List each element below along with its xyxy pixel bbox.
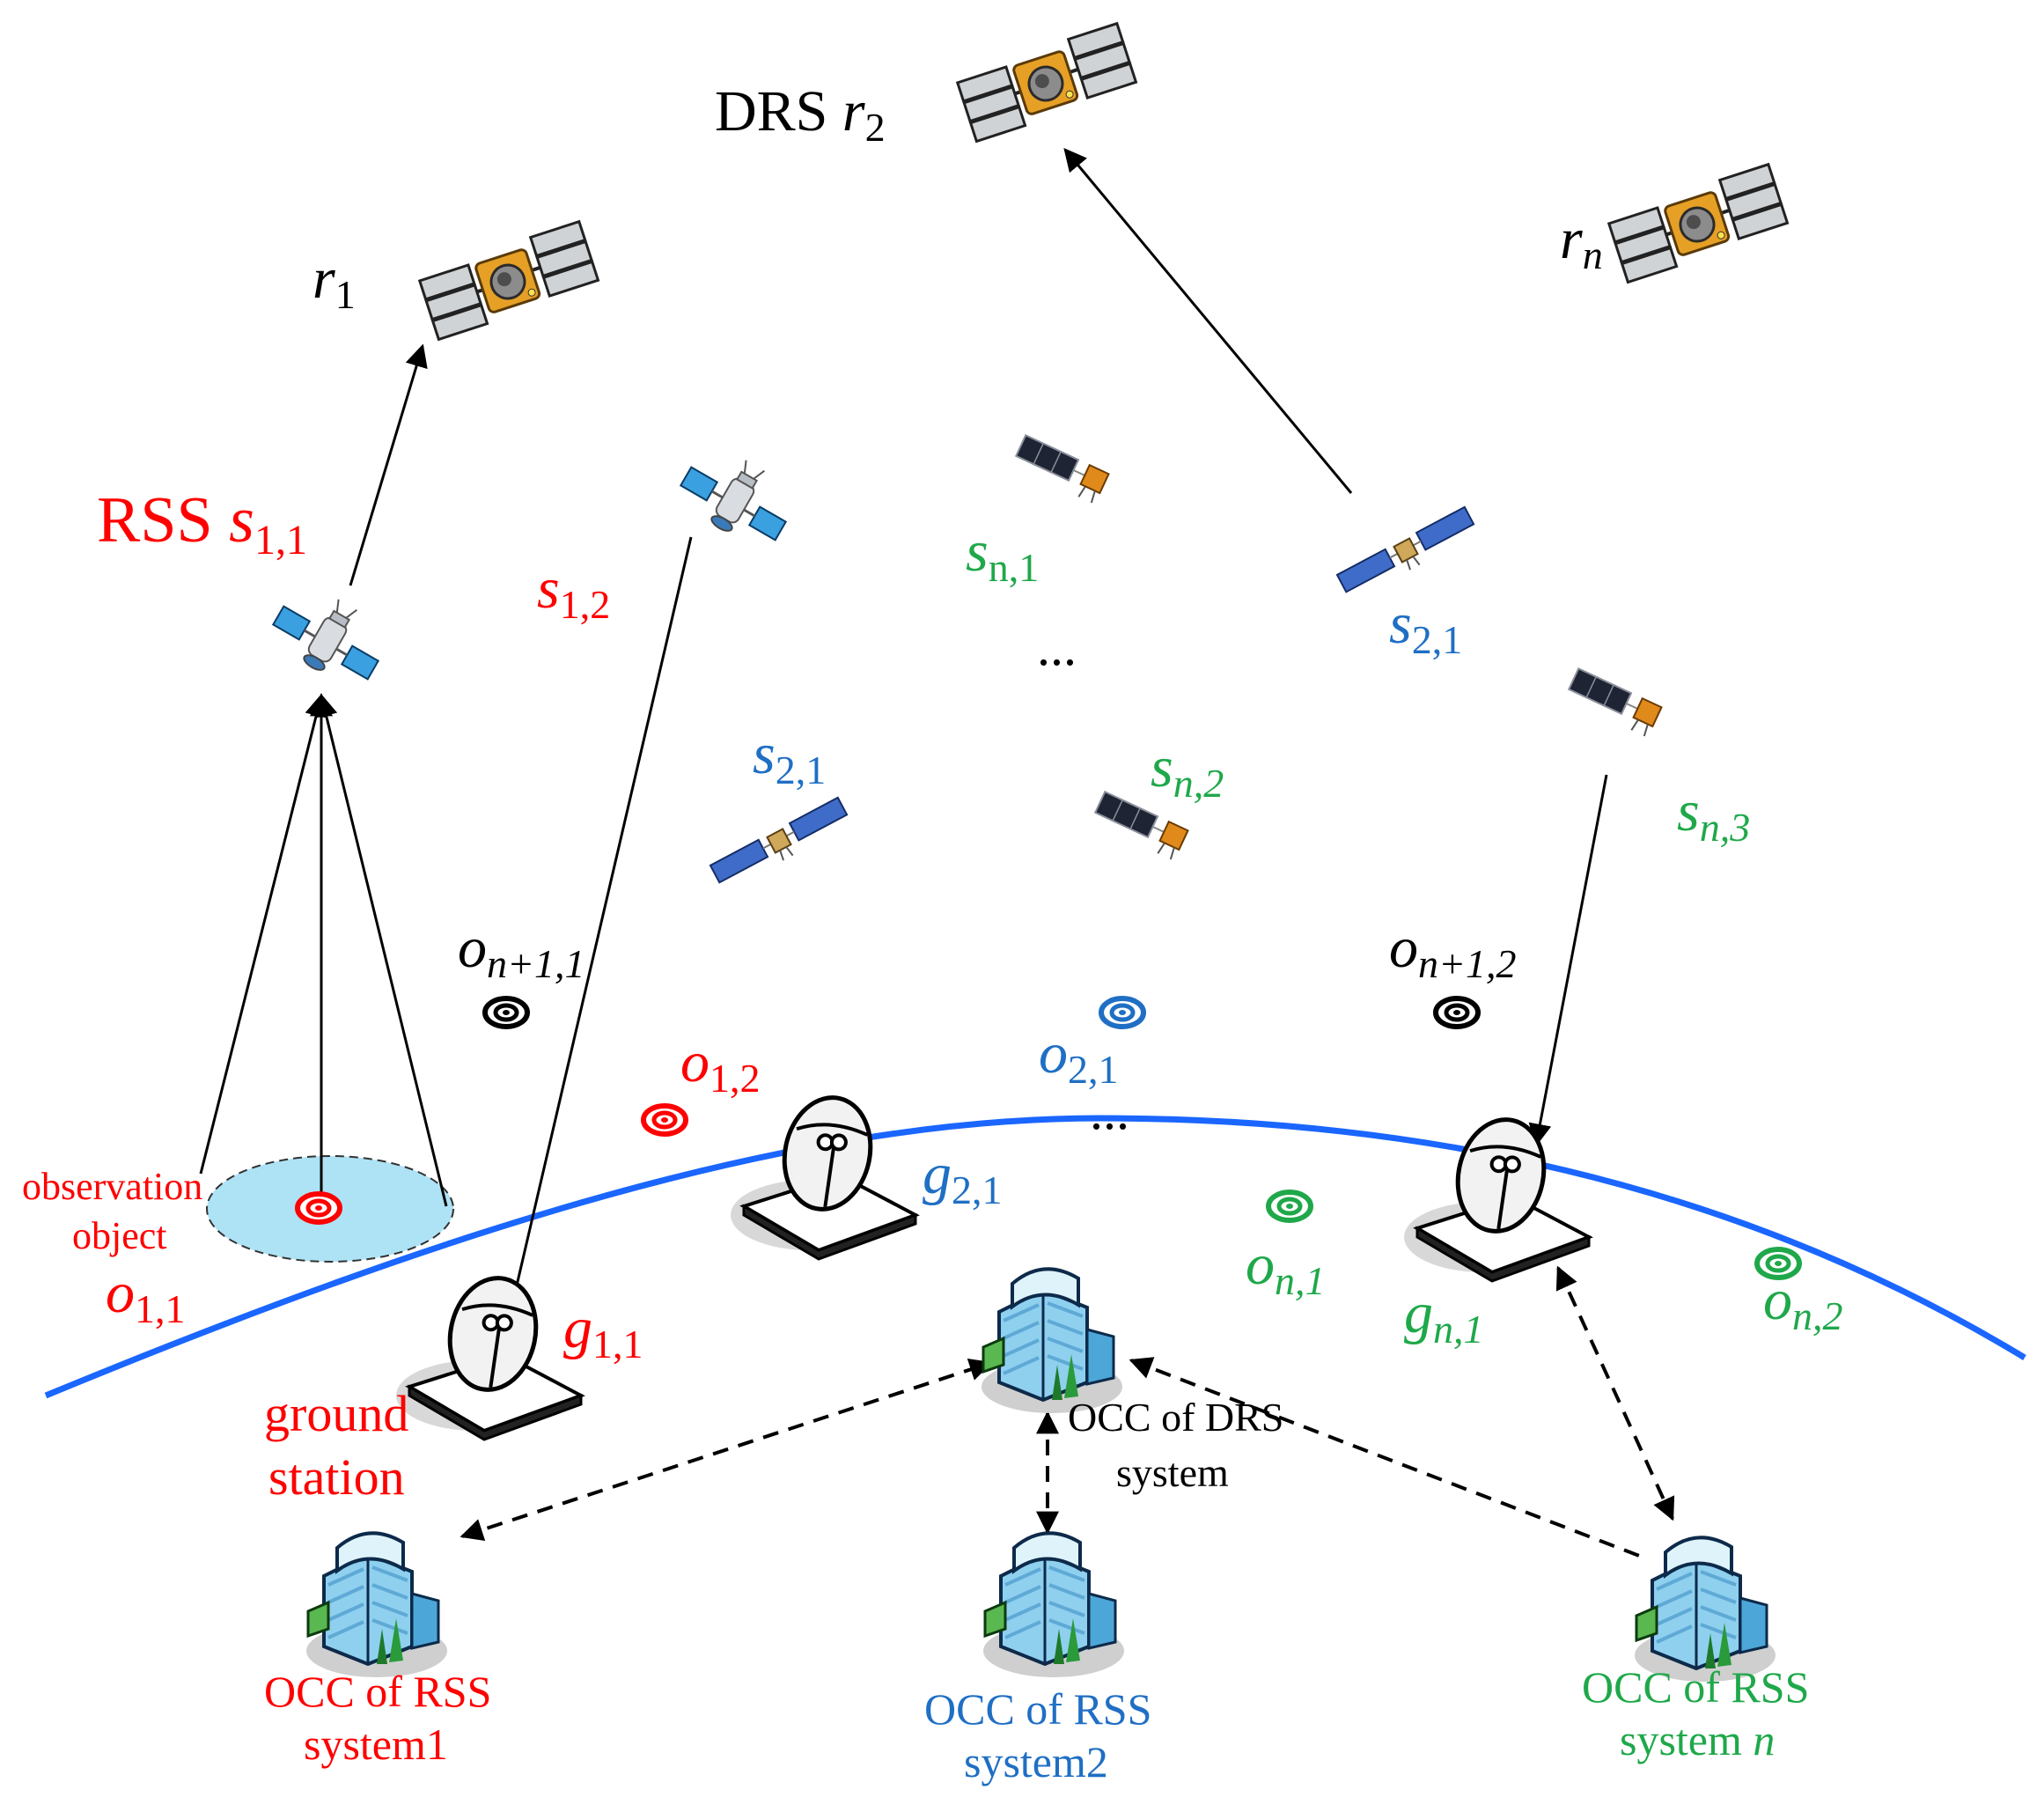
satellite-s21-lower-icon xyxy=(709,796,853,893)
occ-links xyxy=(460,1265,1675,1560)
occ-rss1-building-icon xyxy=(305,1531,449,1679)
label-rss-s11: RSS s1,1 xyxy=(97,484,307,563)
ground-station-g21-icon xyxy=(731,1089,915,1259)
label-occ-rssn-line2: system n xyxy=(1620,1715,1775,1764)
label-on2: on,2 xyxy=(1763,1268,1843,1338)
label-observation-line1: observation xyxy=(22,1165,202,1208)
label-sn2: sn,2 xyxy=(1151,735,1224,806)
target-o12-icon xyxy=(643,1106,686,1134)
relay-satellite-r1-icon xyxy=(415,219,602,342)
label-drs-r2: DRS r2 xyxy=(715,79,886,150)
label-occ-rss1-line1: OCC of RSS xyxy=(264,1667,491,1716)
satellite-sn1-icon xyxy=(1011,434,1110,505)
earth-horizon-line xyxy=(44,1115,2026,1399)
satellite-s21-upper-icon xyxy=(1335,505,1480,602)
relay-satellite-r2-icon xyxy=(953,21,1140,144)
link-s12-to-g11 xyxy=(504,536,693,1315)
label-g11: g1,1 xyxy=(563,1296,643,1366)
occ-rssn-building-icon xyxy=(1633,1536,1777,1683)
label-observation-line2: object xyxy=(72,1214,167,1257)
label-occ-rss2-line2: system2 xyxy=(964,1737,1108,1786)
label-r1: r1 xyxy=(312,247,356,317)
target-on1-2-icon xyxy=(1436,998,1478,1027)
link-s11-to-r1 xyxy=(349,343,428,586)
link-s21-to-r2 xyxy=(1063,148,1353,494)
label-o11: o1,1 xyxy=(106,1261,186,1331)
label-occ-drs-line2: system xyxy=(1116,1450,1229,1495)
target-o11-icon xyxy=(298,1194,340,1222)
label-o12: o1,2 xyxy=(680,1030,761,1101)
label-s21-lower: s2,1 xyxy=(753,722,826,792)
satellite-s11-icon xyxy=(262,576,397,696)
label-gn1: gn,1 xyxy=(1404,1281,1484,1352)
label-occ-rssn-line1: OCC of RSS xyxy=(1582,1662,1809,1712)
ellipsis-ground: ... xyxy=(1090,1082,1129,1140)
label-ground-station-line2: station xyxy=(268,1448,405,1506)
label-occ-drs-line1: OCC of DRS xyxy=(1068,1395,1283,1440)
label-o21: o2,1 xyxy=(1039,1021,1119,1092)
link-sn3-to-gn1 xyxy=(1528,774,1608,1147)
occ-drs-building-icon xyxy=(980,1267,1124,1415)
label-on1-2: on+1,2 xyxy=(1389,916,1517,986)
label-rn: rn xyxy=(1560,207,1603,277)
satellite-sn3-icon xyxy=(1563,667,1663,739)
target-on1-1-icon xyxy=(485,998,527,1027)
label-ground-station-line1: ground xyxy=(264,1385,408,1442)
observation-cone xyxy=(199,693,448,1209)
label-s12: s1,2 xyxy=(537,556,610,627)
ground-station-gn1-icon xyxy=(1404,1111,1589,1281)
target-on1-icon xyxy=(1268,1192,1311,1220)
label-sn1: sn,1 xyxy=(966,519,1039,590)
ellipsis-top: ... xyxy=(1037,618,1077,676)
label-s21-upper: s2,1 xyxy=(1389,592,1462,662)
label-on1: on,1 xyxy=(1246,1233,1326,1303)
label-sn3: sn,3 xyxy=(1677,779,1750,850)
label-g21: g2,1 xyxy=(923,1142,1003,1212)
label-occ-rss2-line1: OCC of RSS xyxy=(924,1684,1151,1734)
label-on1-1: on+1,1 xyxy=(458,916,585,986)
ground-station-g11-icon xyxy=(396,1270,581,1440)
label-occ-rss1-line2: system1 xyxy=(304,1720,448,1769)
occ-rss2-building-icon xyxy=(982,1531,1126,1679)
relay-satellite-rn-icon xyxy=(1605,162,1791,284)
target-o21-icon xyxy=(1101,998,1143,1027)
